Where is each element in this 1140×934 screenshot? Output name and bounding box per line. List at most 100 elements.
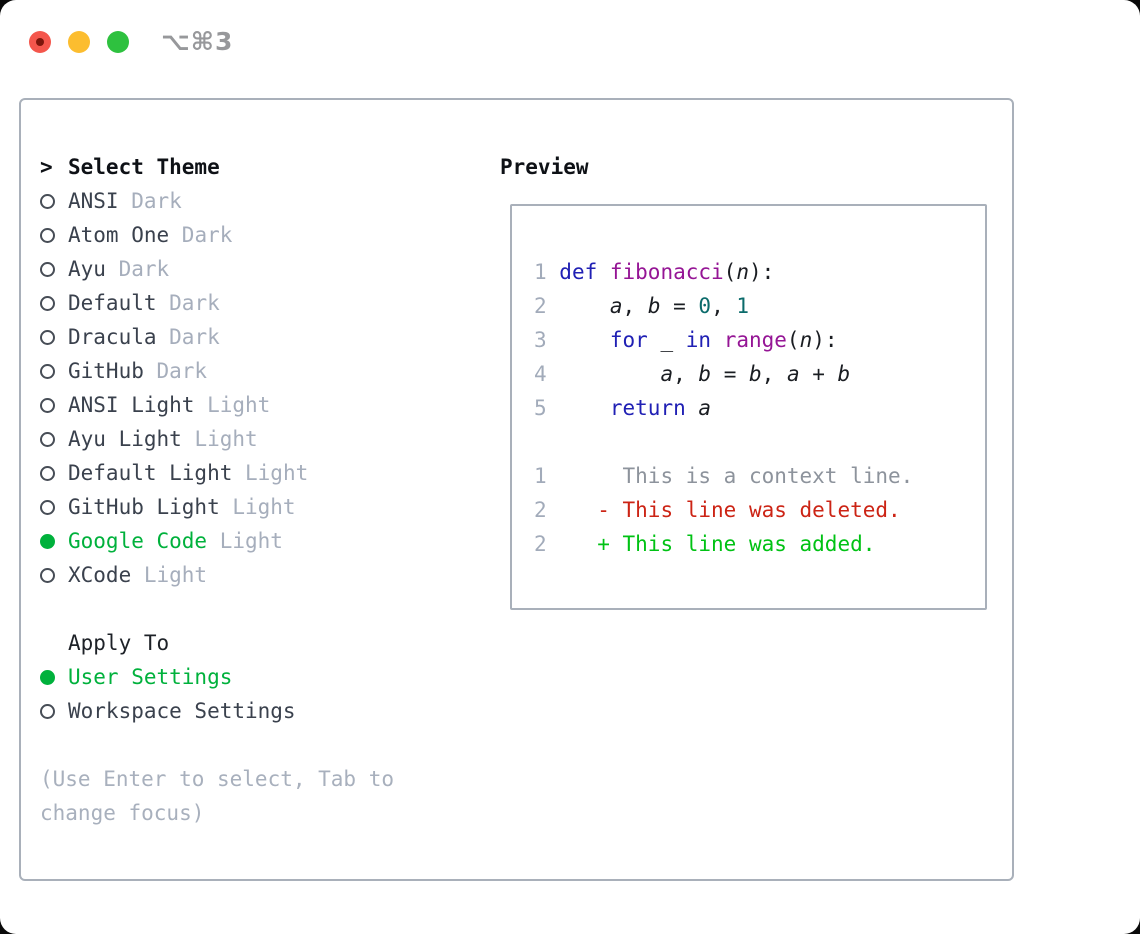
radio-icon (40, 499, 55, 515)
code-token: 1 (736, 294, 750, 318)
code-line: 1 def fibonacci(n): (534, 255, 985, 289)
radio-icon (40, 567, 55, 583)
code-token (559, 464, 622, 488)
code-line: 2 + This line was added. (534, 527, 985, 561)
theme-option[interactable]: Default Dark (40, 286, 394, 320)
code-token: b (837, 362, 851, 386)
option-variant-label: Dark (143, 359, 208, 383)
code-token (559, 396, 610, 420)
option-label: ANSI Light (68, 393, 195, 417)
titlebar: ⌥⌘3 (29, 27, 233, 56)
radio-icon (40, 465, 55, 481)
code-token: 2 (534, 532, 560, 556)
spacer (40, 592, 394, 626)
hint-line: (Use Enter to select, Tab to (40, 767, 395, 791)
code-line: 4 a, b = b, a + b (534, 357, 985, 391)
close-dot-icon (36, 37, 44, 46)
radio-icon (40, 193, 55, 209)
code-token: n (799, 328, 813, 352)
code-token: , (622, 294, 648, 318)
option-label: Dracula (68, 325, 157, 349)
theme-option[interactable]: ANSI Light Light (40, 388, 394, 422)
close-button[interactable] (29, 30, 51, 53)
option-label: Workspace Settings (68, 699, 296, 723)
radio-icon (40, 227, 55, 243)
theme-option[interactable]: Google Code Light (40, 524, 394, 558)
code-token: in (685, 328, 712, 352)
code-token (559, 328, 610, 352)
apply-to-option[interactable]: User Settings (40, 660, 394, 694)
code-token: 2 (534, 294, 560, 318)
preview-header: Preview (500, 150, 987, 184)
code-line: 5 return a (534, 391, 985, 425)
theme-option[interactable]: Default Light Light (40, 456, 394, 490)
code-token: ( (723, 260, 737, 284)
code-token: = (711, 362, 749, 386)
option-variant-label: Light (219, 495, 296, 519)
theme-option[interactable]: Dracula Dark (40, 320, 394, 354)
code-token (559, 532, 597, 556)
theme-option[interactable]: XCode Light (40, 558, 394, 592)
theme-option[interactable]: GitHub Light Light (40, 490, 394, 524)
code-token: , (761, 362, 787, 386)
window-title: ⌥⌘3 (161, 27, 234, 56)
option-variant-label: Light (232, 461, 309, 485)
radio-icon (40, 431, 55, 447)
maximize-button[interactable] (107, 30, 129, 53)
code-token: b (647, 294, 661, 318)
code-token (559, 294, 610, 318)
code-token: 1 (534, 260, 560, 284)
option-label: ANSI (68, 189, 119, 213)
option-variant-label: Light (181, 427, 258, 451)
theme-option[interactable]: Ayu Light Light (40, 422, 394, 456)
preview-title: Preview (500, 155, 589, 179)
code-token: 4 (534, 362, 560, 386)
code-token: ( (786, 328, 800, 352)
code-token: n (736, 260, 749, 284)
theme-option[interactable]: GitHub Dark (40, 354, 394, 388)
select-theme-header: > Select Theme (40, 150, 394, 184)
radio-selected-icon (40, 669, 55, 685)
code-token: b (698, 362, 712, 386)
code-line: 2 - This line was deleted. (534, 493, 985, 527)
code-token: ): (748, 260, 775, 284)
hint-text: (Use Enter to select, Tab to change focu… (40, 762, 394, 830)
code-token (711, 328, 724, 352)
option-variant-label: Dark (105, 257, 170, 281)
spacer (40, 728, 394, 762)
traffic-lights (29, 30, 129, 53)
option-label: Atom One (68, 223, 170, 247)
code-token: 3 (534, 328, 560, 352)
option-label: Ayu (68, 257, 106, 281)
code-token: 1 (534, 464, 560, 488)
radio-icon (40, 329, 55, 345)
code-token: This is a context line. (622, 464, 914, 488)
code-token: - This line was deleted. (597, 498, 901, 522)
theme-option[interactable]: Atom One Dark (40, 218, 394, 252)
focus-caret-icon: > (40, 155, 53, 179)
theme-option[interactable]: Ayu Dark (40, 252, 394, 286)
code-token: 0 (698, 294, 712, 318)
minimize-button[interactable] (68, 30, 90, 53)
apply-to-option[interactable]: Workspace Settings (40, 694, 394, 728)
code-token: a (786, 362, 800, 386)
option-label: GitHub (68, 359, 144, 383)
code-line (534, 425, 985, 459)
preview-column: Preview 1 def fibonacci(n): 2 a, b = 0, 1… (500, 150, 987, 610)
code-token: ): (812, 328, 838, 352)
radio-icon (40, 261, 55, 277)
select-theme-title: Select Theme (68, 155, 220, 179)
option-label: Default Light (68, 461, 233, 485)
theme-option[interactable]: ANSI Dark (40, 184, 394, 218)
code-token: , (711, 294, 737, 318)
option-label: Ayu Light (68, 427, 182, 451)
radio-icon (40, 397, 55, 413)
apply-to-title: Apply To (68, 631, 170, 655)
option-variant-label: Dark (118, 189, 182, 213)
option-label: User Settings (68, 665, 233, 689)
option-variant-label: Light (207, 529, 283, 553)
